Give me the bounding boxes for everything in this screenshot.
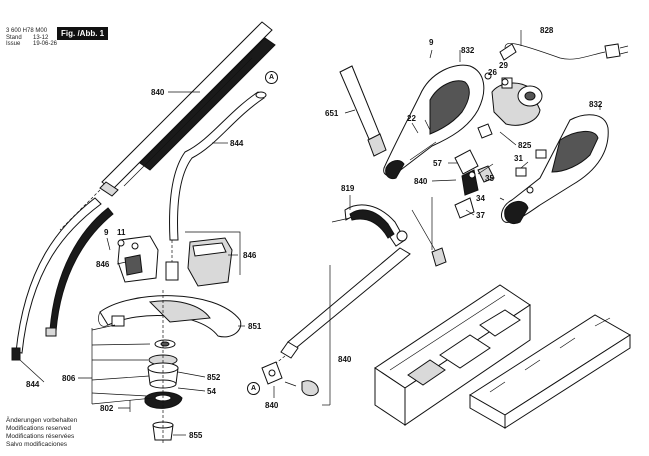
part-label-844-lower: 844: [26, 380, 40, 389]
cover-846: [185, 231, 241, 287]
leader-lines: [19, 30, 601, 398]
note-line-fr: Modifications réservées: [6, 433, 75, 440]
modifications-note: Änderungen vorbehalten Modifications res…: [6, 417, 77, 449]
part-label-832-right: 832: [589, 100, 603, 109]
part-label-852: 852: [207, 373, 221, 382]
part-label-806: 806: [62, 374, 76, 383]
part-label-54: 54: [207, 387, 216, 396]
part-label-9-right: 9: [429, 38, 434, 47]
part-label-840-shaft: 840: [338, 355, 352, 364]
housing-half-832-right: [501, 114, 609, 224]
housing-half-832-left: [383, 64, 485, 179]
guard-851: [98, 295, 242, 338]
part-label-819: 819: [341, 184, 355, 193]
issue-label: Issue: [6, 41, 21, 47]
reference-marker-bottom: A: [247, 382, 260, 395]
figure-badge: Fig. /Abb. 1: [57, 27, 109, 40]
cable-828: [499, 43, 629, 61]
part-label-840-handle: 840: [414, 177, 428, 186]
part-label-828: 828: [540, 26, 554, 35]
screw-9-and-11: [106, 237, 125, 251]
document-number: 3 600 H78 M00: [6, 28, 48, 34]
callout-brackets-left: [78, 324, 186, 436]
note-line-en: Modifications reserved: [6, 425, 72, 432]
part-label-846-right: 846: [243, 251, 257, 260]
issue-date: 19-06-26: [33, 41, 58, 47]
part-label-22: 22: [407, 114, 416, 123]
spool-head-806: [144, 290, 183, 445]
part-label-802: 802: [100, 404, 114, 413]
note-line-es: Salvo modificaciones: [6, 441, 68, 448]
part-label-11: 11: [117, 228, 126, 237]
stand-value: 13-12: [33, 35, 49, 41]
part-label-840-upper: 840: [151, 88, 165, 97]
part-label-9-left: 9: [104, 228, 109, 237]
part-label-37: 37: [476, 211, 485, 220]
handle-assembly-819: [331, 197, 447, 267]
part-label-651: 651: [325, 109, 339, 118]
part-label-851: 851: [248, 322, 262, 331]
part-label-844-tube: 844: [230, 139, 244, 148]
packaging-box-lid: [469, 314, 631, 429]
part-label-34: 34: [476, 194, 485, 203]
part-label-26: 26: [488, 68, 497, 77]
part-label-29: 29: [499, 61, 508, 70]
tube-651: [339, 65, 387, 157]
packaging-box-open: [374, 284, 531, 426]
part-label-825: 825: [518, 141, 532, 150]
upper-shaft-840: [59, 21, 276, 231]
motor-housing-846: [117, 235, 159, 283]
stand-label: Stand: [6, 35, 22, 41]
note-line-de: Änderungen vorbehalten: [6, 417, 78, 424]
part-label-31: 31: [514, 154, 523, 163]
part-label-846-left: 846: [96, 260, 110, 269]
part-label-832-upper: 832: [461, 46, 475, 55]
switch-parts-57-35-34-37: [424, 72, 547, 219]
reference-marker-top: A: [265, 71, 278, 84]
curved-tube-844: [165, 91, 267, 281]
motor-825: [477, 77, 543, 139]
part-label-840-bottom: 840: [265, 401, 279, 410]
lower-shaft-844: [11, 197, 114, 361]
main-shaft-840: [261, 247, 411, 406]
part-label-57: 57: [433, 159, 442, 168]
part-label-855: 855: [189, 431, 203, 440]
part-label-35: 35: [485, 174, 494, 183]
